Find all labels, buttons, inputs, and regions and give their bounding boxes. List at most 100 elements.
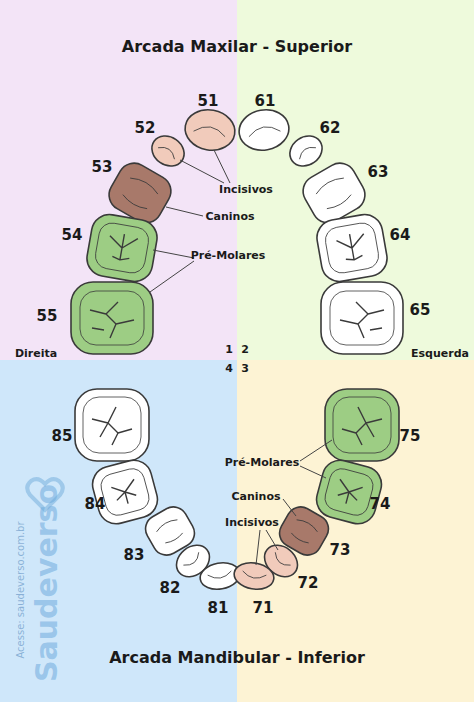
tooth-number: 52 (135, 120, 156, 137)
incisor-shape (236, 106, 292, 154)
tooth-detail (323, 221, 380, 275)
leader-lines (150, 150, 332, 565)
tooth-number: 74 (370, 496, 391, 513)
tooth-51 (182, 106, 238, 154)
tooth-number: 64 (390, 227, 411, 244)
incisor-shape (232, 560, 276, 593)
tooth-number: 62 (320, 120, 341, 137)
tooth-groove (106, 232, 138, 262)
molar-shape (313, 456, 386, 528)
tooth-detail (183, 552, 202, 569)
tooth-type-label: Incisivos (219, 184, 273, 196)
molar-shape (75, 389, 149, 461)
watermark: Acesse: saudeverso.com.br (15, 521, 26, 658)
tooth-number: 61 (255, 93, 276, 110)
tooth-detail (158, 144, 177, 160)
watermark: Saudeverso (30, 484, 63, 682)
tooth-85 (75, 389, 149, 461)
tooth-detail (155, 517, 185, 545)
tooth-number: 82 (160, 580, 181, 597)
molar-shape (71, 282, 153, 354)
tooth-75 (325, 389, 399, 461)
tooth-84 (89, 456, 162, 528)
tooth-number: 83 (124, 547, 145, 564)
tooth-number: 63 (368, 164, 389, 181)
tooth-detail (289, 517, 319, 545)
leader-line (166, 207, 203, 216)
tooth-65 (321, 282, 403, 354)
tooth-groove (90, 302, 134, 338)
leader-line (180, 160, 224, 183)
tooth-detail (322, 466, 375, 518)
molar-shape (325, 389, 399, 461)
tooth-type-label: Caninos (231, 491, 280, 503)
tooth-detail (93, 221, 150, 275)
leader-line (153, 250, 194, 258)
tooth-groove (111, 479, 140, 506)
leader-line (300, 466, 326, 478)
tooth-number: 72 (298, 575, 319, 592)
upper-arch (71, 106, 403, 354)
leader-line (266, 530, 278, 550)
molar-shape (321, 282, 403, 354)
molar-shape (314, 212, 390, 285)
molar-shape (89, 456, 162, 528)
leader-line (283, 499, 296, 516)
tooth-groove (340, 302, 384, 338)
molar-shape (84, 212, 160, 285)
tooth-detail (297, 144, 316, 160)
tooth-detail (194, 124, 227, 136)
tooth-groove (92, 407, 132, 445)
quadrant-number: 3 (241, 363, 249, 375)
tooth-64 (314, 212, 390, 285)
tooth-detail (83, 397, 141, 453)
arch-title: Arcada Maxilar - Superior (122, 38, 352, 56)
tooth-groove (336, 232, 368, 262)
tooth-54 (84, 212, 160, 285)
tooth-type-label: Caninos (205, 211, 254, 223)
leader-line (256, 530, 260, 565)
tooth-detail (80, 291, 144, 345)
arch-title: Arcada Mandibular - Inferior (109, 649, 365, 667)
tooth-number: 75 (400, 428, 421, 445)
tooth-type-label: Incisivos (225, 517, 279, 529)
tooth-74 (313, 456, 386, 528)
tooth-61 (236, 106, 292, 154)
quadrant-number: 1 (225, 344, 233, 356)
tooth-55 (71, 282, 153, 354)
tooth-number: 51 (198, 93, 219, 110)
tooth-detail (208, 571, 233, 580)
tooth-number: 81 (208, 600, 229, 617)
tooth-groove (342, 407, 382, 445)
tooth-number: 84 (85, 496, 106, 513)
side-label: Direita (15, 348, 57, 360)
tooth-type-label: Pré-Molares (225, 457, 300, 469)
tooth-detail (330, 291, 394, 345)
lower-arch (75, 389, 399, 592)
tooth-detail (248, 124, 281, 136)
tooth-number: 54 (62, 227, 83, 244)
tooth-detail (98, 466, 151, 518)
tooth-detail (314, 175, 354, 213)
tooth-number: 71 (253, 600, 274, 617)
tooth-number: 53 (92, 159, 113, 176)
quadrant-number: 2 (241, 344, 249, 356)
tooth-detail (120, 175, 160, 213)
tooth-groove (334, 479, 363, 506)
side-label: Esquerda (411, 348, 469, 360)
tooth-detail (242, 571, 267, 580)
leader-line (150, 261, 194, 292)
tooth-number: 85 (52, 428, 73, 445)
incisor-shape (182, 106, 238, 154)
leader-line (300, 440, 332, 461)
tooth-number: 65 (410, 302, 431, 319)
tooth-type-label: Pré-Molares (191, 250, 266, 262)
leader-line (214, 150, 230, 183)
tooth-number: 55 (37, 308, 58, 325)
quadrant-number: 4 (225, 363, 233, 375)
tooth-number: 73 (330, 542, 351, 559)
tooth-detail (272, 552, 291, 569)
tooth-detail (333, 397, 391, 453)
